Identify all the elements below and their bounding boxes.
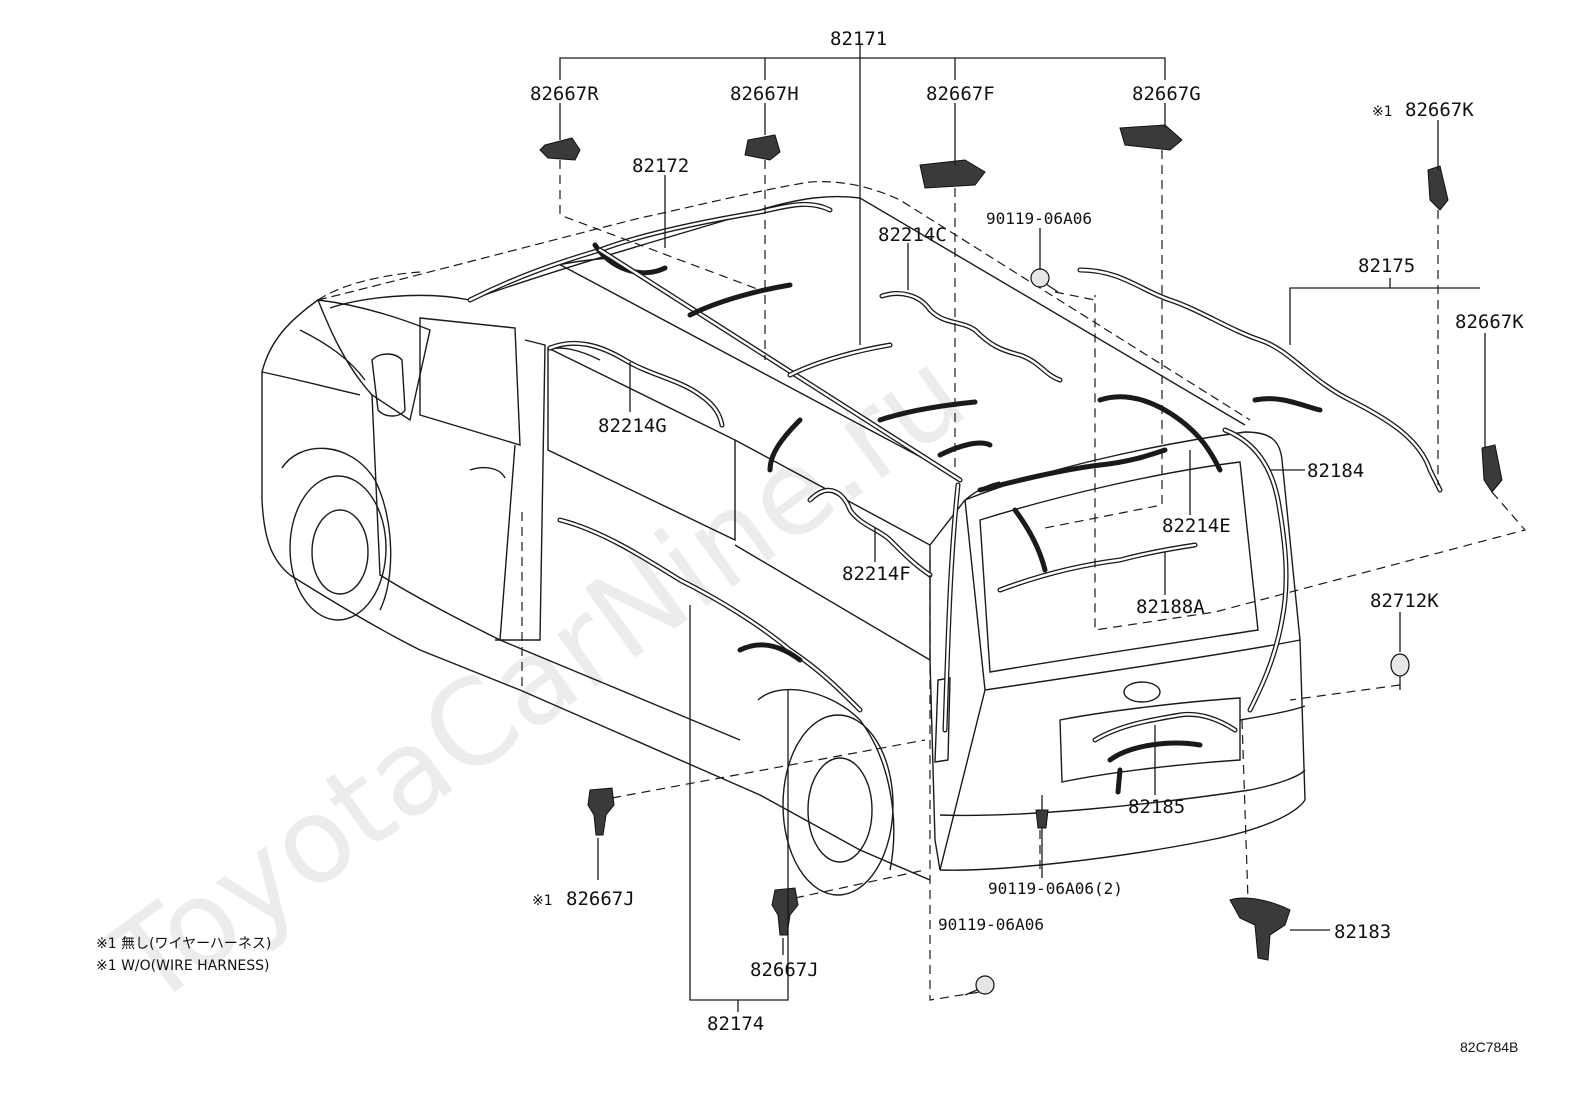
leader-lines [559,45,1486,1012]
label-82174: 82174 [707,1013,764,1035]
harness-82214E [977,394,1223,493]
clip-82667F-icon [919,159,986,189]
label-82667K-mid: 82667K [1455,311,1524,333]
marker-top: ※1 [1372,104,1393,120]
harness-82185 [1092,711,1238,795]
bracket-82183-icon [1229,897,1291,961]
clip-82667J-left-icon [587,787,615,836]
label-82712K: 82712K [1370,590,1439,612]
label-82667J-bot: 82667J [750,959,819,981]
harness-82184 [942,427,1289,733]
label-90119-bot: 90119-06A06 [938,915,1044,934]
label-82175: 82175 [1358,255,1415,277]
clip-82667H-icon [744,134,781,161]
clip-82667G-icon [1119,124,1183,151]
label-82185: 82185 [1128,796,1185,818]
harness-82174 [557,517,863,713]
harness-82172-roof [467,201,963,483]
footnote-en: ※1 W/O(WIRE HARNESS) [96,958,270,974]
label-82214E: 82214E [1162,515,1231,537]
marker-left: ※1 [532,893,553,909]
clip-82667K-mid-icon [1481,444,1503,493]
label-82667F: 82667F [926,83,995,105]
dashed-attachment-lines [521,150,1527,1001]
bolt-90119-2-icon [1035,795,1049,829]
clip-82667R-icon [539,137,581,161]
harness-82214C [879,291,1063,383]
grommet-82712K-icon [1390,653,1410,690]
watermark: ToyotaCarNine.ru [85,323,990,1033]
footnote-jp: ※1 無し(ワイヤーハーネス) [96,936,271,952]
harness-82188A [997,507,1198,593]
label-82214G: 82214G [598,415,667,437]
label-90119-top: 90119-06A06 [986,209,1092,228]
bolt-90119-bot-icon [964,975,995,996]
label-82171: 82171 [830,28,887,50]
clip-82667J-bot-icon [771,887,799,936]
label-82214F: 82214F [842,563,911,585]
label-82214C: 82214C [878,224,947,246]
label-82667K-top: 82667K [1405,99,1474,121]
label-82667H: 82667H [730,83,799,105]
harness-82214F [807,487,933,578]
harness-82171 [687,282,993,473]
label-90119-2: 90119-06A06(2) [988,879,1123,898]
label-82188A: 82188A [1136,596,1205,618]
label-82667R: 82667R [530,83,599,105]
label-82172: 82172 [632,155,689,177]
bolt-90119-top-icon [1030,268,1059,293]
label-82667G: 82667G [1132,83,1201,105]
van-body-outline [261,181,1306,896]
label-82183: 82183 [1334,921,1391,943]
diagram-code: 82C784B [1460,1039,1518,1055]
clip-82667K-top-icon [1427,165,1449,211]
label-82667J-left: 82667J [566,888,635,910]
harness-82214G [547,340,725,428]
harness-82175 [1077,267,1443,493]
label-82184: 82184 [1307,460,1364,482]
